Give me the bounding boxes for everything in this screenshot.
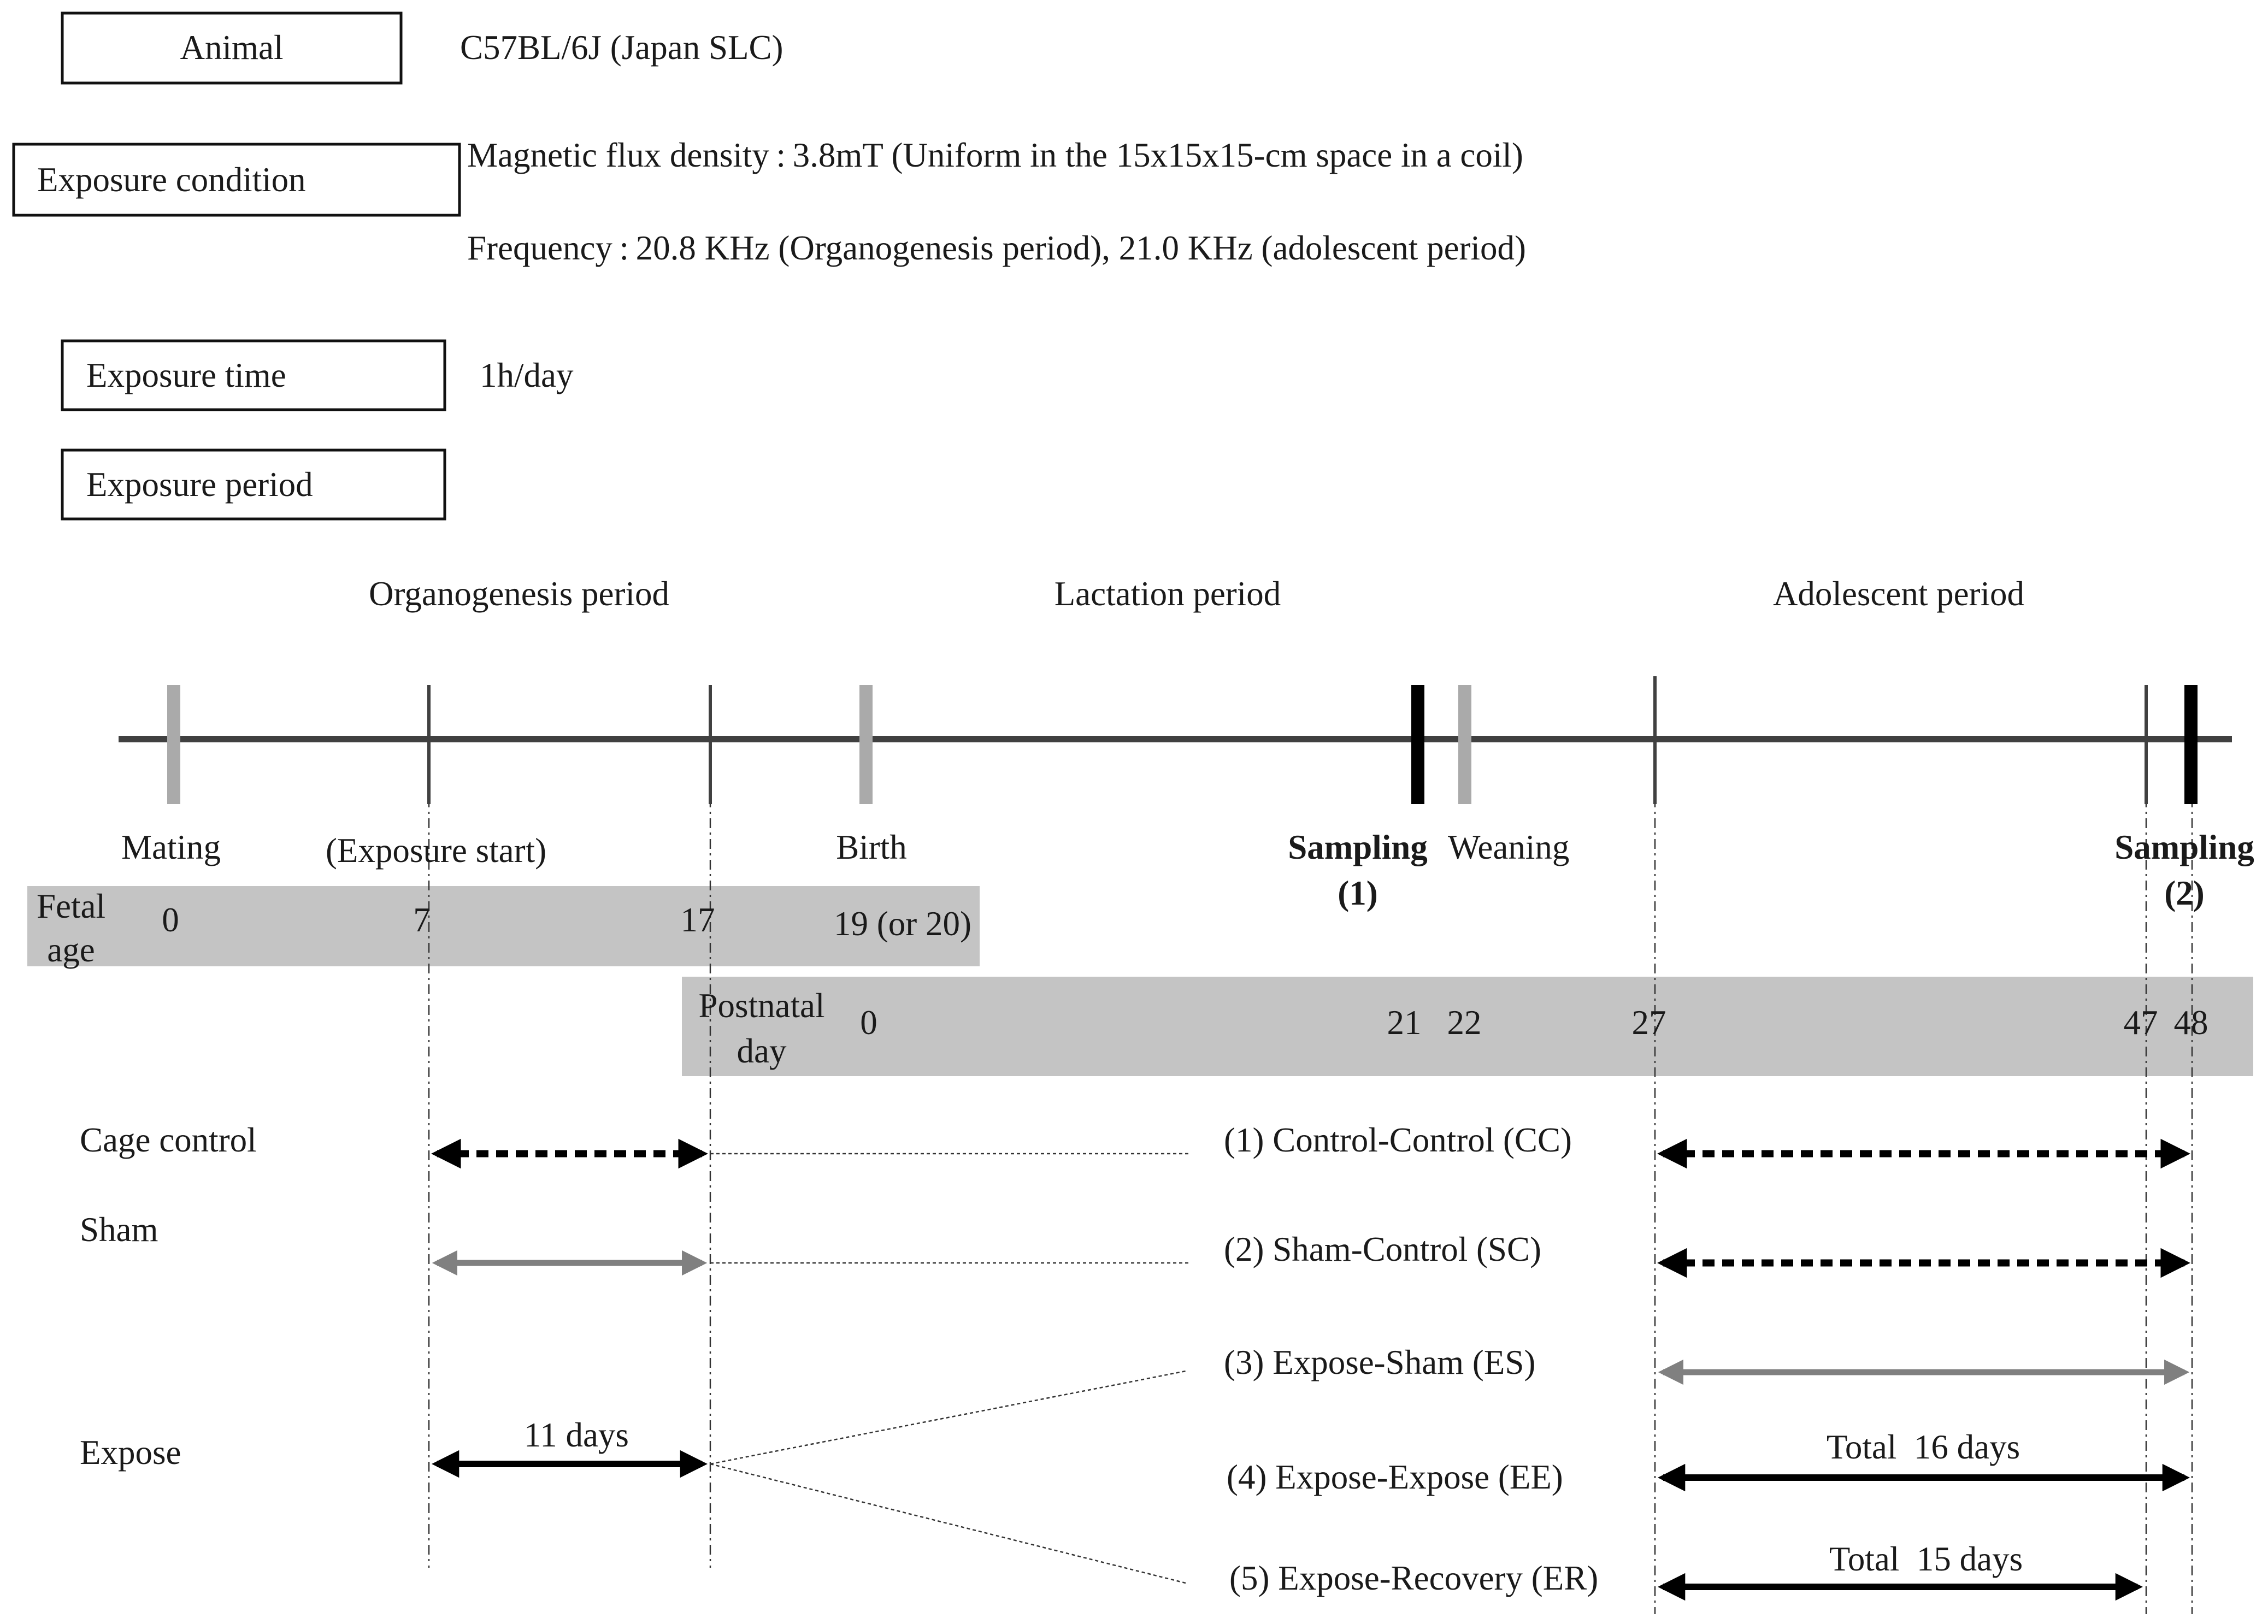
adolescent-period-label: Adolescent period — [1773, 575, 2024, 613]
postnatal-day-27: 27 — [1632, 1003, 1666, 1042]
connector-er — [710, 1463, 1186, 1584]
postnatal-day-0: 0 — [860, 1003, 877, 1042]
cage-control-label: Cage control — [80, 1121, 257, 1159]
tick-postnatal-47 — [2145, 685, 2148, 804]
group-connectors — [710, 1153, 1191, 1584]
postnatal-day-21: 21 — [1387, 1003, 1422, 1042]
exposure-condition-label: Exposure condition — [37, 161, 306, 199]
mating-label: Mating — [121, 828, 221, 866]
fetal-day-0: 0 — [162, 901, 179, 939]
animal-label: Animal — [180, 28, 284, 67]
sampling-2-label: Sampling — [2114, 828, 2254, 866]
postnatal-day-label: Postnatal — [699, 987, 825, 1025]
birth-label: Birth — [836, 828, 907, 866]
postnatal-day-label-line2: day — [737, 1032, 787, 1070]
fetal-age-label-line2: age — [47, 931, 95, 969]
group-er-label: (5) Expose-Recovery (ER) — [1229, 1559, 1598, 1597]
connector-es — [710, 1370, 1186, 1465]
tick-weaning — [1458, 685, 1471, 804]
sampling-1-label: Sampling — [1288, 828, 1428, 866]
tick-exposure-start — [427, 685, 431, 804]
tick-fetal-17 — [709, 685, 712, 804]
expose-label: Expose — [80, 1433, 181, 1472]
group-sc-label: (2) Sham-Control (SC) — [1224, 1230, 1541, 1268]
organogenesis-period-label: Organogenesis period — [369, 575, 669, 613]
postnatal-day-22: 22 — [1447, 1003, 1482, 1042]
group-ee-label: (4) Expose-Expose (EE) — [1227, 1458, 1563, 1496]
animal-label-box — [61, 11, 403, 85]
exposure-start-label: (Exposure start) — [326, 831, 546, 870]
timeline-ticks — [167, 676, 2198, 804]
sham-label: Sham — [80, 1210, 158, 1249]
tick-mating — [167, 685, 180, 804]
total-15-days-label: Total 15 days — [1829, 1540, 2023, 1578]
exposure-period-label-box — [61, 448, 446, 521]
tick-birth — [859, 685, 873, 804]
magnetic-flux-text: Magnetic flux density : 3.8mT (Uniform i… — [467, 136, 1523, 174]
postnatal-day-band — [682, 977, 2253, 1076]
tick-sampling-2 — [2184, 685, 2198, 804]
group-es-label: (3) Expose-Sham (ES) — [1224, 1343, 1535, 1381]
fetal-day-19: 19 (or 20) — [834, 905, 971, 943]
fetal-day-7: 7 — [413, 901, 431, 939]
tick-postnatal-27 — [1653, 676, 1657, 804]
postnatal-day-47: 47 — [2124, 1003, 2158, 1042]
fetal-age-band — [27, 886, 980, 966]
eleven-days-label: 11 days — [524, 1416, 629, 1454]
weaning-label: Weaning — [1448, 828, 1569, 866]
fetal-age-label: Fetal — [37, 887, 105, 925]
exposure-time-value: 1h/day — [480, 356, 574, 394]
exposure-period-label: Exposure period — [86, 465, 313, 504]
exposure-condition-label-box — [12, 143, 461, 217]
lactation-period-label: Lactation period — [1055, 575, 1281, 613]
fetal-day-17: 17 — [681, 901, 715, 939]
exposure-time-label-box — [61, 339, 446, 411]
total-16-days-label: Total 16 days — [1827, 1428, 2020, 1466]
sampling-2-number: (2) — [2164, 874, 2204, 912]
exposure-time-label: Exposure time — [86, 356, 286, 394]
frequency-text: Frequency : 20.8 KHz (Organogenesis peri… — [467, 229, 1526, 267]
sampling-1-number: (1) — [1338, 874, 1377, 912]
tick-sampling-1 — [1411, 685, 1424, 804]
postnatal-day-48: 48 — [2174, 1003, 2208, 1042]
group-cc-label: (1) Control-Control (CC) — [1224, 1121, 1572, 1159]
animal-value: C57BL/6J (Japan SLC) — [460, 28, 784, 67]
